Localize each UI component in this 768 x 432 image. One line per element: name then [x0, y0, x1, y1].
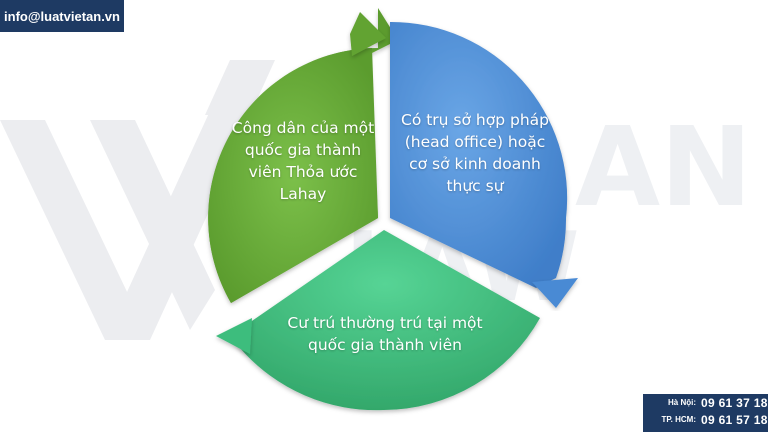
segment-bottom	[230, 230, 540, 411]
segment-label-bottom: Cư trú thường trú tại một quốc gia thành…	[287, 314, 483, 354]
city-label-hanoi: Hà Nội:	[668, 398, 696, 407]
arrow-green	[350, 12, 386, 56]
contact-phones: Hà Nội: 09 61 37 18 18 TP. HCM: 09 61 57…	[643, 394, 768, 432]
phone-row-hcm: TP. HCM: 09 61 57 18 18	[643, 412, 768, 431]
email-link[interactable]: info@luatvietan.vn	[0, 0, 124, 32]
svg-text:AN: AN	[575, 103, 752, 231]
phone-row-hanoi: Hà Nội: 09 61 37 18 18	[643, 395, 768, 414]
segment-label-left: Công dân của một quốc gia thành viên Thỏ…	[231, 119, 375, 203]
arrow-teal	[216, 318, 252, 354]
phone-number-hanoi[interactable]: 09 61 37 18 18	[701, 396, 768, 410]
arrow-blue	[532, 278, 578, 308]
segment-label-right: Có trụ sở hợp pháp (head office) hoặc cơ…	[401, 111, 549, 195]
segment-right	[390, 21, 568, 288]
phone-number-hcm[interactable]: 09 61 57 18 18	[701, 413, 768, 427]
city-label-hcm: TP. HCM:	[661, 415, 696, 424]
